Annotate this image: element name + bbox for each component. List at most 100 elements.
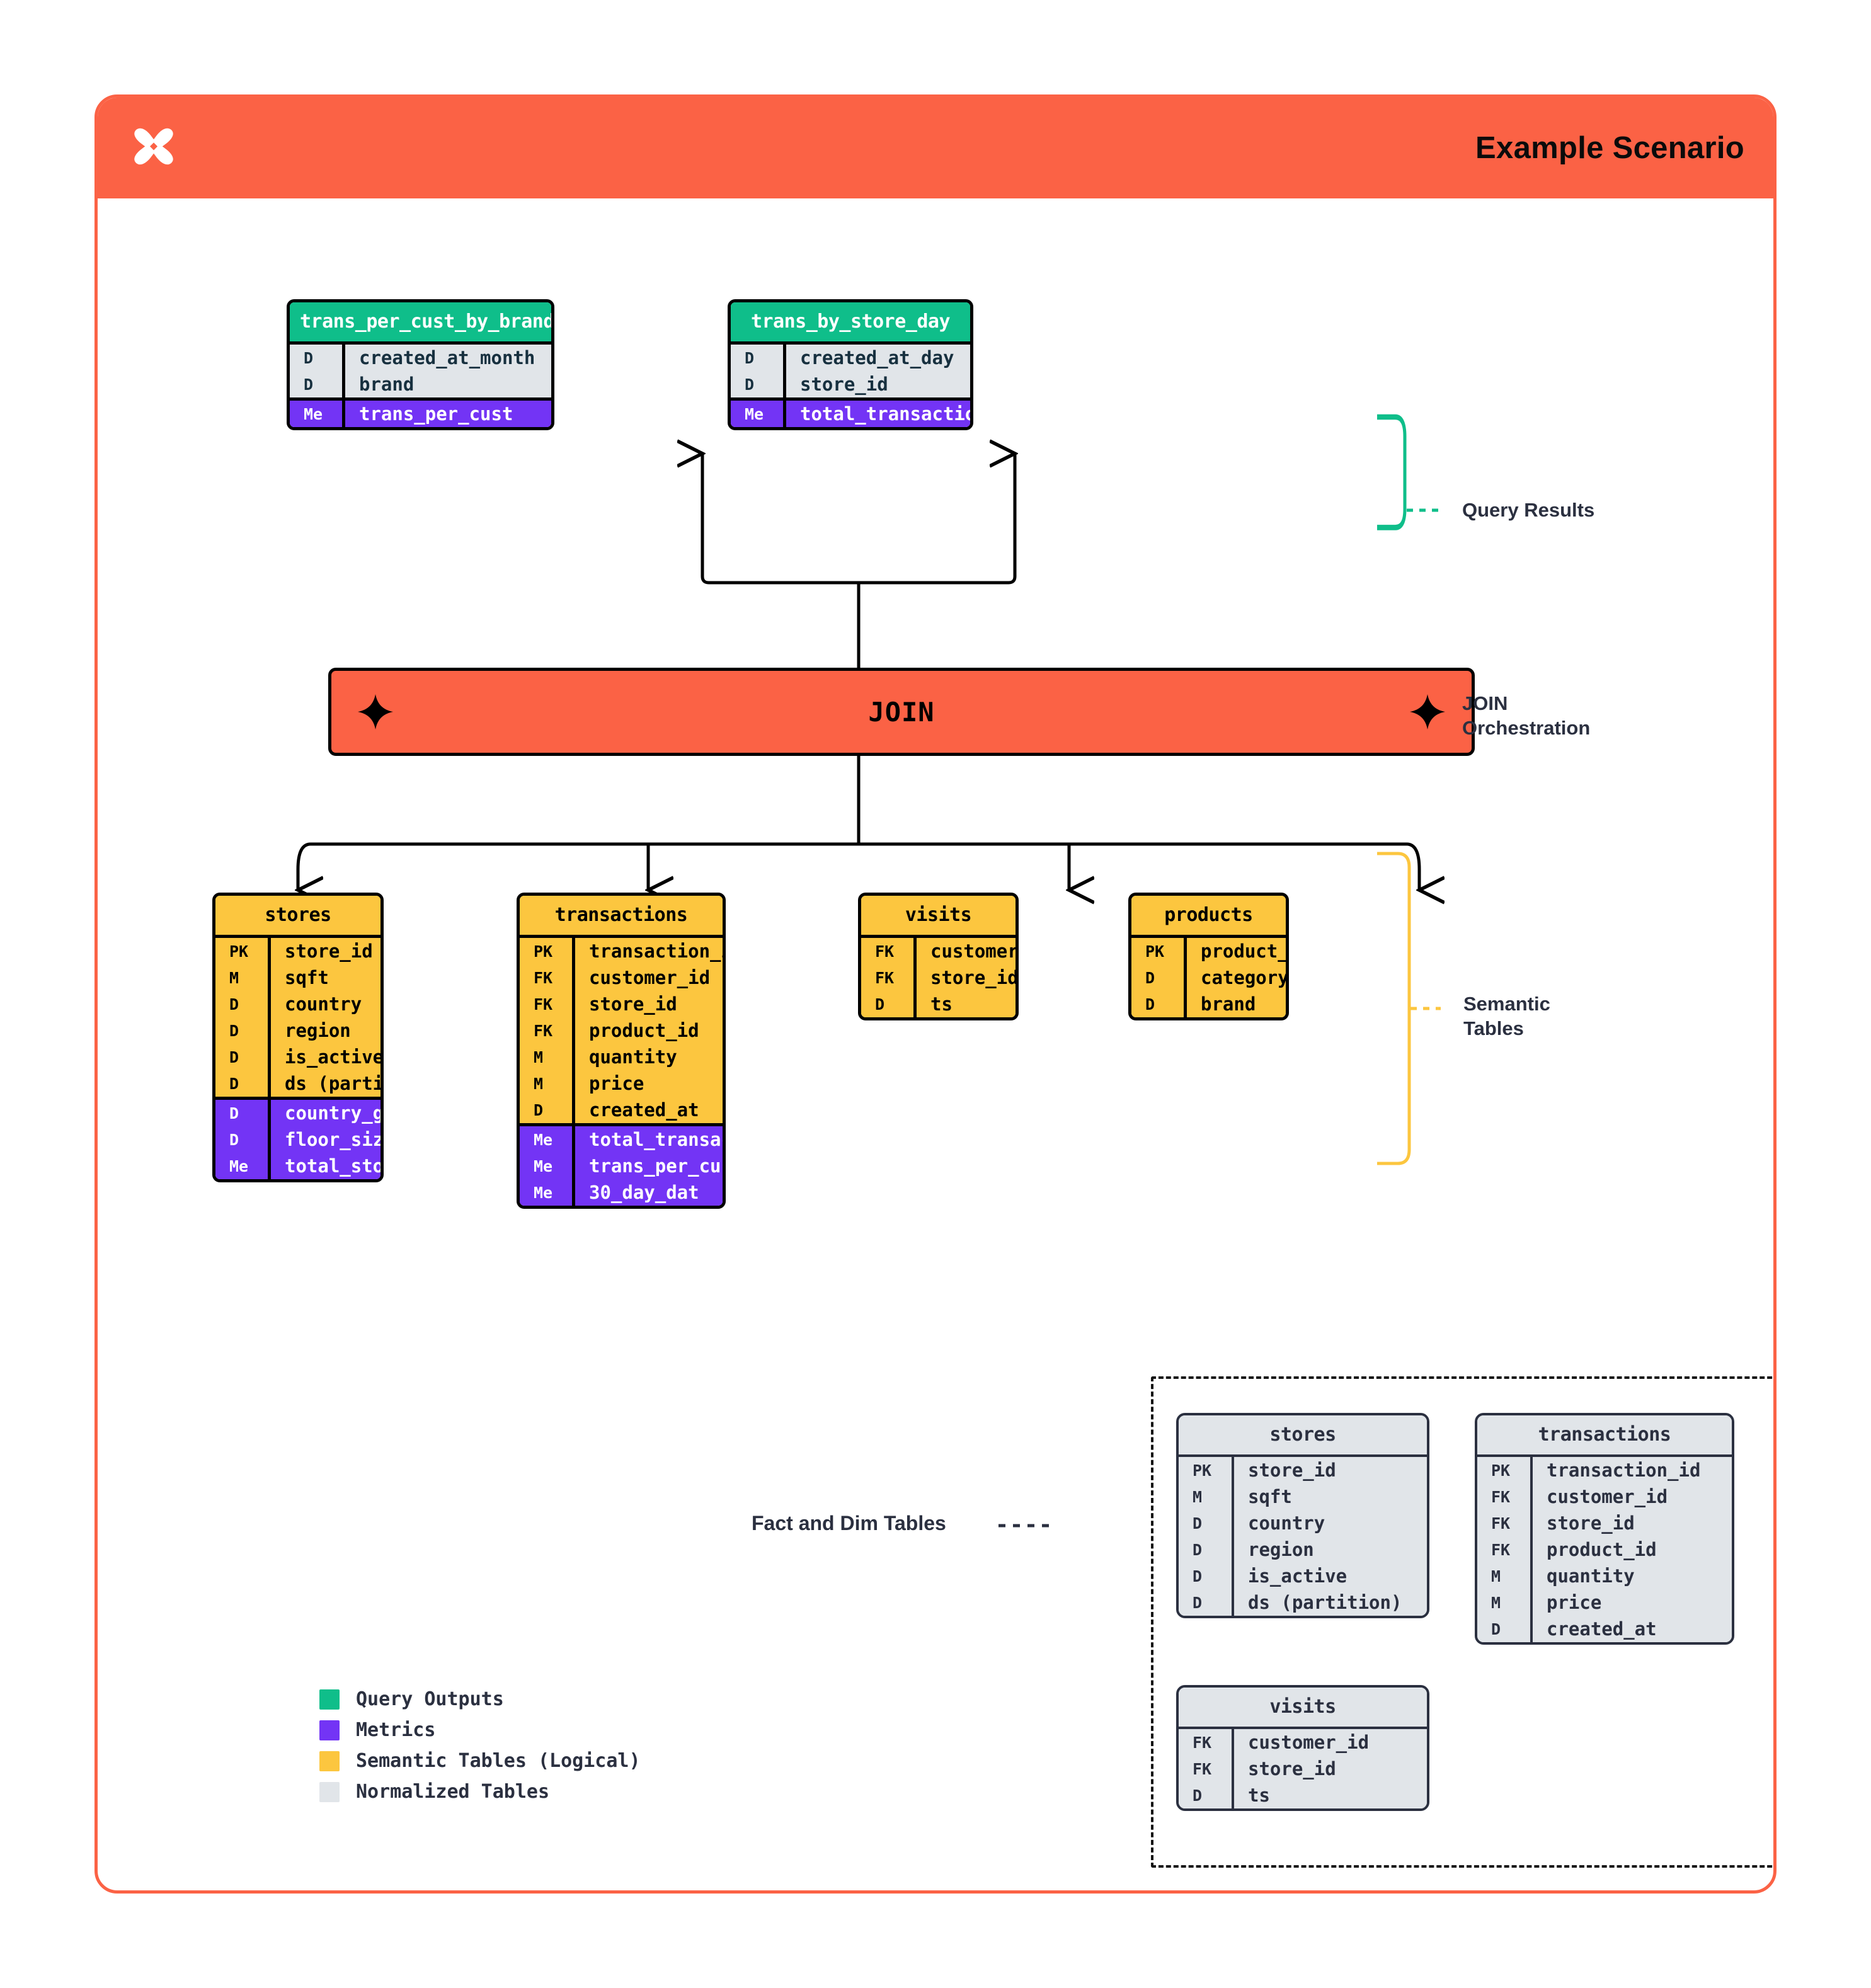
row-column: store_id	[589, 993, 677, 1015]
row-key: FK	[520, 964, 575, 991]
row-column: created_at	[589, 1099, 699, 1121]
row-column: is_active	[285, 1046, 384, 1068]
table-row: D store_id	[731, 371, 970, 397]
row-column: created_at_day	[800, 347, 954, 368]
card-header: Example Scenario	[98, 98, 1773, 198]
table-title: visits	[1179, 1688, 1427, 1727]
row-key: D	[215, 1044, 271, 1070]
row-key: D	[1179, 1782, 1234, 1808]
row-column: country	[285, 993, 362, 1015]
row-column: customer_id	[930, 940, 1019, 962]
row-key: D	[215, 1070, 271, 1097]
row-key: PK	[1179, 1457, 1234, 1483]
row-key: D	[1179, 1563, 1234, 1589]
legend-item: Normalized Tables	[319, 1781, 641, 1803]
row-key: D	[861, 991, 917, 1017]
legend-swatch-query-outputs	[319, 1689, 340, 1710]
row-key: D	[215, 1126, 271, 1153]
row-column: category	[1201, 967, 1289, 988]
row-column: created_at	[1547, 1618, 1657, 1640]
row-column: country_group	[285, 1102, 384, 1124]
legend: Query Outputs Metrics Semantic Tables (L…	[319, 1688, 641, 1812]
row-key: D	[1179, 1510, 1234, 1536]
row-column: total_transactions	[800, 403, 970, 425]
row-column: store_id	[285, 940, 373, 962]
dimensions-section: D created_at_month D brand	[290, 345, 551, 397]
table-row: Dds (partition)	[215, 1070, 380, 1097]
row-column: product_id	[1201, 940, 1289, 962]
table-row: Me total_transactions	[731, 401, 970, 427]
row-key: FK	[1477, 1536, 1533, 1563]
legend-label: Semantic Tables (Logical)	[356, 1750, 641, 1772]
legend-label: Query Outputs	[356, 1688, 504, 1710]
row-key: PK	[215, 938, 271, 964]
query-result-table-trans-per-cust-by-brand-month[interactable]: trans_per_cust_by_brand_month D created_…	[287, 299, 554, 430]
dimensions-section: D created_at_day D store_id	[731, 345, 970, 397]
row-column: brand	[1201, 993, 1256, 1015]
row-key: Me	[290, 401, 345, 427]
annotation-fact-and-dim-tables: Fact and Dim Tables	[752, 1512, 946, 1534]
row-column: total_transactions	[589, 1129, 723, 1150]
sparkle-icon	[1409, 693, 1446, 731]
row-column: ts	[1248, 1785, 1270, 1806]
row-key: D	[520, 1097, 575, 1123]
row-column: sqft	[1248, 1486, 1292, 1507]
xebia-star-logo-icon	[127, 121, 181, 175]
page-title: Example Scenario	[1475, 131, 1744, 165]
row-key: D	[1179, 1536, 1234, 1563]
row-key: D	[1131, 964, 1187, 991]
row-key: M	[520, 1070, 575, 1097]
table-title: products	[1131, 896, 1286, 935]
row-key: M	[1477, 1589, 1533, 1616]
table-title: trans_by_store_day	[731, 302, 970, 341]
row-column: 30_day_dat	[589, 1182, 699, 1203]
annotation-semantic-tables: Semantic Tables	[1463, 993, 1550, 1039]
row-key: M	[1179, 1483, 1234, 1510]
row-key: FK	[1477, 1483, 1533, 1510]
row-column: customer_id	[1248, 1732, 1370, 1753]
table-row: PK product_id	[1131, 938, 1286, 964]
row-key: D	[290, 345, 345, 371]
metrics-section: Me total_transactions	[731, 397, 970, 427]
row-key: D	[1477, 1616, 1533, 1642]
row-key: FK	[861, 964, 917, 991]
row-key: FK	[1179, 1756, 1234, 1782]
row-key: Me	[731, 401, 786, 427]
row-key: FK	[520, 991, 575, 1017]
row-column: ds (partition)	[285, 1073, 384, 1094]
join-orchestration-bar[interactable]: JOIN	[328, 668, 1475, 756]
query-result-table-trans-by-store-day[interactable]: trans_by_store_day D created_at_day D st…	[728, 299, 973, 430]
row-column: store_id	[930, 967, 1019, 988]
row-column: ts	[930, 993, 953, 1015]
row-key: PK	[1131, 938, 1187, 964]
row-column: product_id	[589, 1020, 699, 1041]
row-key: D	[1179, 1589, 1234, 1616]
table-title: transactions	[520, 896, 723, 935]
row-column: price	[1547, 1592, 1602, 1613]
metrics-section: Me trans_per_cust	[290, 397, 551, 427]
